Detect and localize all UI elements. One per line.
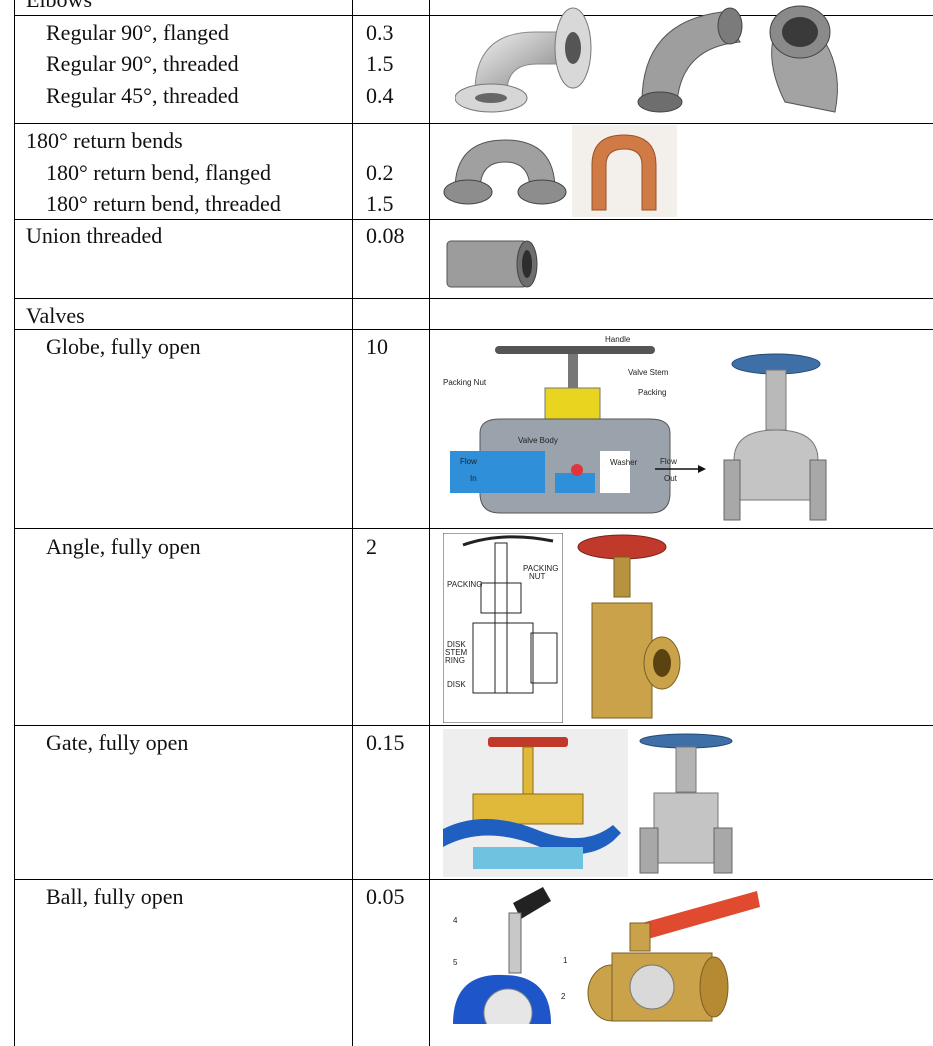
label-handle: Handle [605,335,631,344]
label-flow-out-1: Flow [660,457,677,466]
group-label-elbows: Elbows [26,0,92,15]
threaded-return-bend-image [572,125,677,217]
row-label: Globe, fully open [46,334,201,359]
row-k-value: 1.5 [366,51,394,76]
row-k-value: 0.2 [366,160,394,185]
gate-valve-diagram [443,729,628,877]
flanged-return-bend-image [443,139,567,205]
table-row-line [14,329,933,330]
group-label-valves: Valves [26,303,85,328]
row-label: Regular 90°, flanged [46,20,229,45]
gate-valve-photo [639,733,733,874]
row-label: 180° return bend, flanged [46,160,272,185]
row-k-value: 0.15 [366,730,405,755]
label-disk: DISK [447,680,466,689]
globe-valve-diagram: Handle Valve Stem Packing Nut Packing Va… [443,335,706,514]
threaded-union-image [446,240,538,288]
label-packing: Packing [638,388,666,397]
table-row-line [14,15,933,16]
table-row-line [14,725,933,726]
label-packing-nut-1: PACKING [523,564,558,573]
angle-valve-diagram: PACKING PACKING NUT DISK STEM RING DISK [443,533,563,723]
table-row-line [14,123,933,124]
row-k-value: 2 [366,534,377,559]
row-k-value: 0.08 [366,223,405,248]
row-k-value: 0.3 [366,20,394,45]
label-flow-in-1: Flow [460,457,477,466]
label-valve-body: Valve Body [518,436,558,445]
group-label-return-bends: 180° return bends [26,128,183,153]
label-disk-stem-2: STEM [445,648,468,657]
table-divider-k-image [429,0,430,1046]
angle-valve-photo [577,534,681,719]
threaded-45-elbow-image [769,5,838,113]
label-disk-stem-3: RING [445,656,465,665]
table-border-left [14,0,15,1046]
label-part-2: 2 [561,992,566,1001]
row-label: Regular 90°, threaded [46,51,239,76]
group-label-union: Union threaded [26,223,163,248]
row-label: Ball, fully open [46,884,184,909]
label-packing-nut-2: NUT [529,572,546,581]
row-k-value: 0.4 [366,83,394,108]
row-label: 180° return bend, threaded [46,191,281,216]
table-row-line [14,219,933,220]
label-disk-stem-1: DISK [447,640,466,649]
row-label: Gate, fully open [46,730,189,755]
table-row-line [14,879,933,880]
ball-valve-diagram: 4 5 1 2 [453,887,568,1024]
threaded-90-elbow-image [637,7,743,113]
row-k-value: 10 [366,334,388,359]
globe-valve-photo [723,353,827,521]
row-k-value: 1.5 [366,191,394,216]
label-packing-nut: Packing Nut [443,378,487,387]
table-row-line [14,528,933,529]
label-washer: Washer [610,458,638,467]
row-label: Regular 45°, threaded [46,83,239,108]
label-packing: PACKING [447,580,482,589]
ball-valve-photo [587,891,760,1022]
label-part-5: 5 [453,958,458,967]
label-valve-stem: Valve Stem [628,368,669,377]
table-divider-name-k [352,0,353,1046]
label-part-1: 1 [563,956,568,965]
row-k-value: 0.05 [366,884,405,909]
flanged-elbow-image [455,7,592,113]
label-part-4: 4 [453,916,458,925]
table-row-line [14,298,933,299]
row-label: Angle, fully open [46,534,201,559]
label-flow-out-2: Out [664,474,678,483]
label-flow-in-2: In [470,474,477,483]
